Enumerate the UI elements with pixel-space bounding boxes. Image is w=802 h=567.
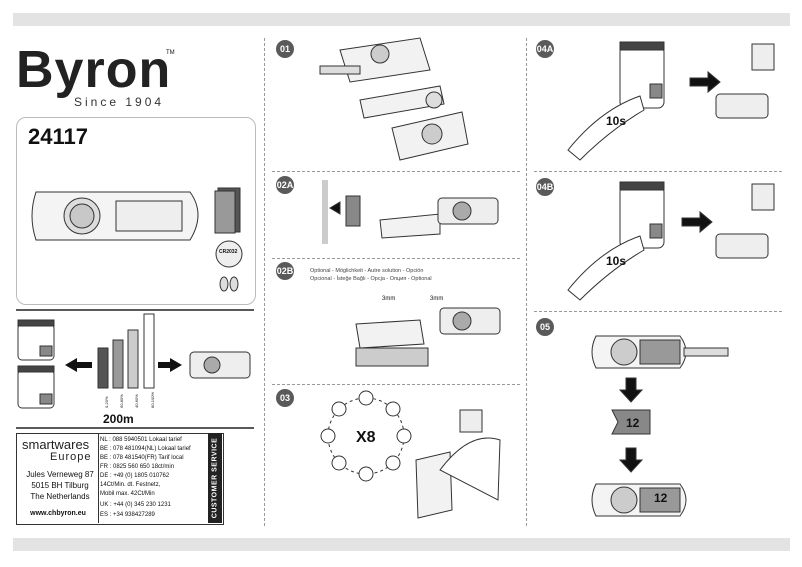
chime-unit-illustration <box>17 319 55 409</box>
step-01-badge: 01 <box>276 40 294 58</box>
step-01-illustration <box>319 37 469 161</box>
arrow-right-icon <box>158 358 182 372</box>
customer-service-label-bar: CUSTOMER SERVICE <box>208 433 222 523</box>
hold-time: 10s <box>606 254 627 268</box>
material-percent: 80-100% <box>150 391 155 408</box>
brand-logo: Byron <box>16 41 172 99</box>
phone-line: 14Ct/Min. dt. Festnetz, <box>100 482 161 488</box>
battery-label: CR2032 <box>219 249 238 255</box>
company-name: smartwares <box>22 437 90 452</box>
material-percent: 40-60% <box>134 394 139 408</box>
step-05-illustration <box>591 335 729 517</box>
arrow-left-icon <box>65 358 92 372</box>
company-region: Europe <box>50 451 92 463</box>
customer-service-label: CUSTOMER SERVICE <box>211 437 219 519</box>
code-result: 12 <box>654 491 668 505</box>
screws-illustration <box>219 276 239 292</box>
phone-line: ES : +34 938427289 <box>100 512 155 518</box>
screw-size: 3mm <box>382 296 396 302</box>
row-divider <box>272 171 520 172</box>
material-percent: 60-80% <box>119 394 124 408</box>
phone-line: DE : +49 (0) 1805 010762 <box>100 473 170 479</box>
column-divider-2 <box>526 38 527 526</box>
customer-service-box <box>16 433 224 525</box>
screw-size: 3mm <box>430 296 444 302</box>
step-05-badge: 05 <box>536 318 554 336</box>
row-divider <box>272 384 520 385</box>
material-percent: 0-20% <box>104 396 109 408</box>
step-02a-badge: 02A <box>276 176 294 194</box>
wall-materials-illustration <box>97 313 155 389</box>
step-03-badge: 03 <box>276 389 294 407</box>
optional-note: Optional - Möglichkeit - Autre solution … <box>310 268 424 274</box>
adhesive-pad-illustration <box>214 187 241 234</box>
phone-line: BE : 078 481094(NL) Lokaal tarief <box>100 446 191 452</box>
phone-line: NL : 088 5940501 Lokaal tarief <box>100 437 182 443</box>
code-sticker: 12 <box>626 416 640 430</box>
trademark: TM <box>166 50 175 56</box>
row-divider <box>272 258 520 259</box>
bottom-band <box>13 538 790 551</box>
product-box <box>16 117 256 305</box>
row-divider <box>534 311 782 312</box>
company-address: Jules Verneweg 87 5015 BH Tilburg The Ne… <box>26 470 94 501</box>
model-number: 24117 <box>28 124 88 149</box>
brand-tagline: Since 1904 <box>74 95 165 109</box>
column-divider-1 <box>264 38 265 526</box>
step-04b-illustration <box>567 181 775 301</box>
phone-line: Mobil max. 42Ct/Min <box>100 491 155 497</box>
step-02a-illustration <box>322 180 499 244</box>
phone-line: FR : 0825 560 650 18ct/min <box>100 464 175 470</box>
push-button-illustration <box>31 191 199 241</box>
step-03-illustration <box>320 390 501 519</box>
optional-note: Opcional - İsteğe Bağlı - Opcja - Опция … <box>310 276 432 282</box>
row-divider <box>534 171 782 172</box>
step-04b-badge: 04B <box>536 178 554 196</box>
step-04a-badge: 04A <box>536 40 554 58</box>
push-button-illustration <box>189 351 251 379</box>
battery-illustration <box>215 240 243 268</box>
website-link[interactable]: www.chbyron.eu <box>30 510 86 517</box>
top-band <box>13 13 790 26</box>
phone-line: BE : 078 481540(FR) Tarif local <box>100 455 184 461</box>
hold-time: 10s <box>606 114 627 128</box>
step-04a-illustration <box>567 41 775 161</box>
pairing-count: X8 <box>356 429 376 446</box>
step-02b-badge: 02B <box>276 262 294 280</box>
step-02b-illustration <box>355 307 501 367</box>
range-distance: 200m <box>103 412 134 426</box>
phone-line: UK : +44 (0) 345 230 1231 <box>100 502 171 508</box>
